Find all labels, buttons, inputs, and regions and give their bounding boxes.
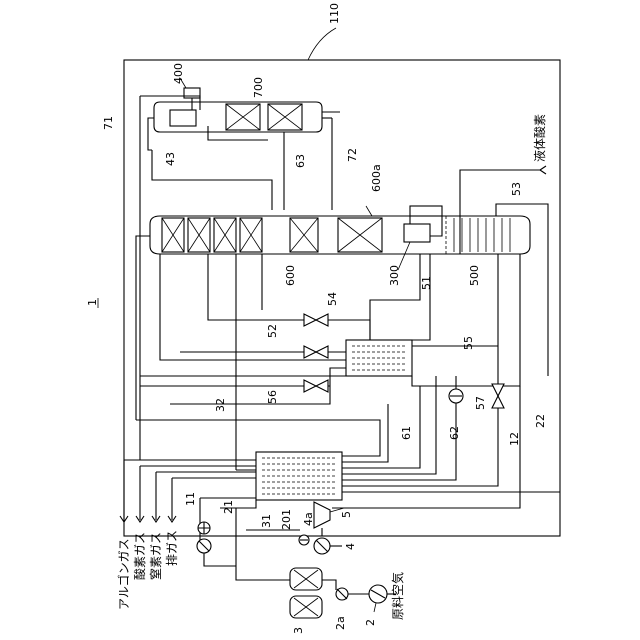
purifier-ref: 3: [292, 627, 305, 634]
main-column: 600 600a 500: [150, 164, 530, 286]
valve-54: [304, 314, 328, 326]
expansion-turbine: 5: [314, 502, 353, 528]
oxygen-gas-label: 酸素ガス: [132, 532, 147, 580]
product-labels: アルゴンガス 酸素ガス 窒素ガス 排ガス: [116, 530, 179, 610]
line-54-ref: 54: [326, 292, 339, 306]
nitrogen-gas-label: 窒素ガス: [148, 532, 163, 580]
subcooler: [346, 340, 412, 376]
plant-boundary-ref: 110: [328, 3, 341, 24]
line-22-ref: 22: [534, 414, 547, 428]
main-heat-exchanger-ref: 201: [280, 509, 293, 530]
line-63-ref: 63: [294, 154, 307, 168]
compressor-ref: 4: [344, 543, 357, 550]
valve-56: [304, 380, 328, 392]
figure-number: 1: [86, 299, 99, 306]
line-52-ref: 52: [266, 324, 279, 338]
argon-gas-label: アルゴンガス: [116, 538, 131, 610]
air-compressor: 2: [364, 585, 387, 626]
valve-12: [492, 384, 504, 408]
line-62-ref: 62: [448, 426, 461, 440]
feed-air-label: 原料空気: [390, 572, 405, 620]
liquid-oxygen-label: 液体酸素: [532, 114, 547, 162]
aftercooler-ref: 2a: [334, 616, 347, 630]
pump-57: 57: [449, 389, 487, 410]
purifier: 3: [290, 568, 322, 634]
valve-11: [197, 522, 211, 553]
valve-52: [304, 346, 328, 358]
line-32-ref: 32: [214, 398, 227, 412]
air-compressor-ref: 2: [364, 619, 377, 626]
line-43-ref: 43: [164, 152, 177, 166]
main-column-ref: 600: [284, 265, 297, 286]
top-condenser-ref: 400: [172, 63, 185, 84]
line-61-ref: 61: [400, 426, 413, 440]
top-condenser: 400: [170, 63, 200, 126]
line-31-ref: 31: [260, 514, 273, 528]
column-top-ref: 600a: [370, 164, 383, 192]
lower-column-ref: 500: [468, 265, 481, 286]
line-12-ref: 12: [508, 432, 521, 446]
line-72-ref: 72: [346, 148, 359, 162]
argon-column-ref: 700: [252, 77, 265, 98]
line-51-ref: 51: [420, 276, 433, 290]
aftercooler: 2a: [334, 588, 348, 630]
line-71-ref: 71: [102, 116, 115, 130]
valve-11-ref: 11: [184, 492, 197, 506]
line-21-ref: 21: [222, 500, 235, 514]
exhaust-gas-label: 排ガス: [165, 530, 179, 566]
line-55-ref: 55: [462, 336, 475, 350]
shaft-ref: 4a: [302, 512, 315, 526]
pump-57-ref: 57: [474, 396, 487, 410]
line-53-ref: 53: [510, 182, 523, 196]
turbine-ref: 5: [340, 511, 353, 518]
line-56-ref: 56: [266, 390, 279, 404]
